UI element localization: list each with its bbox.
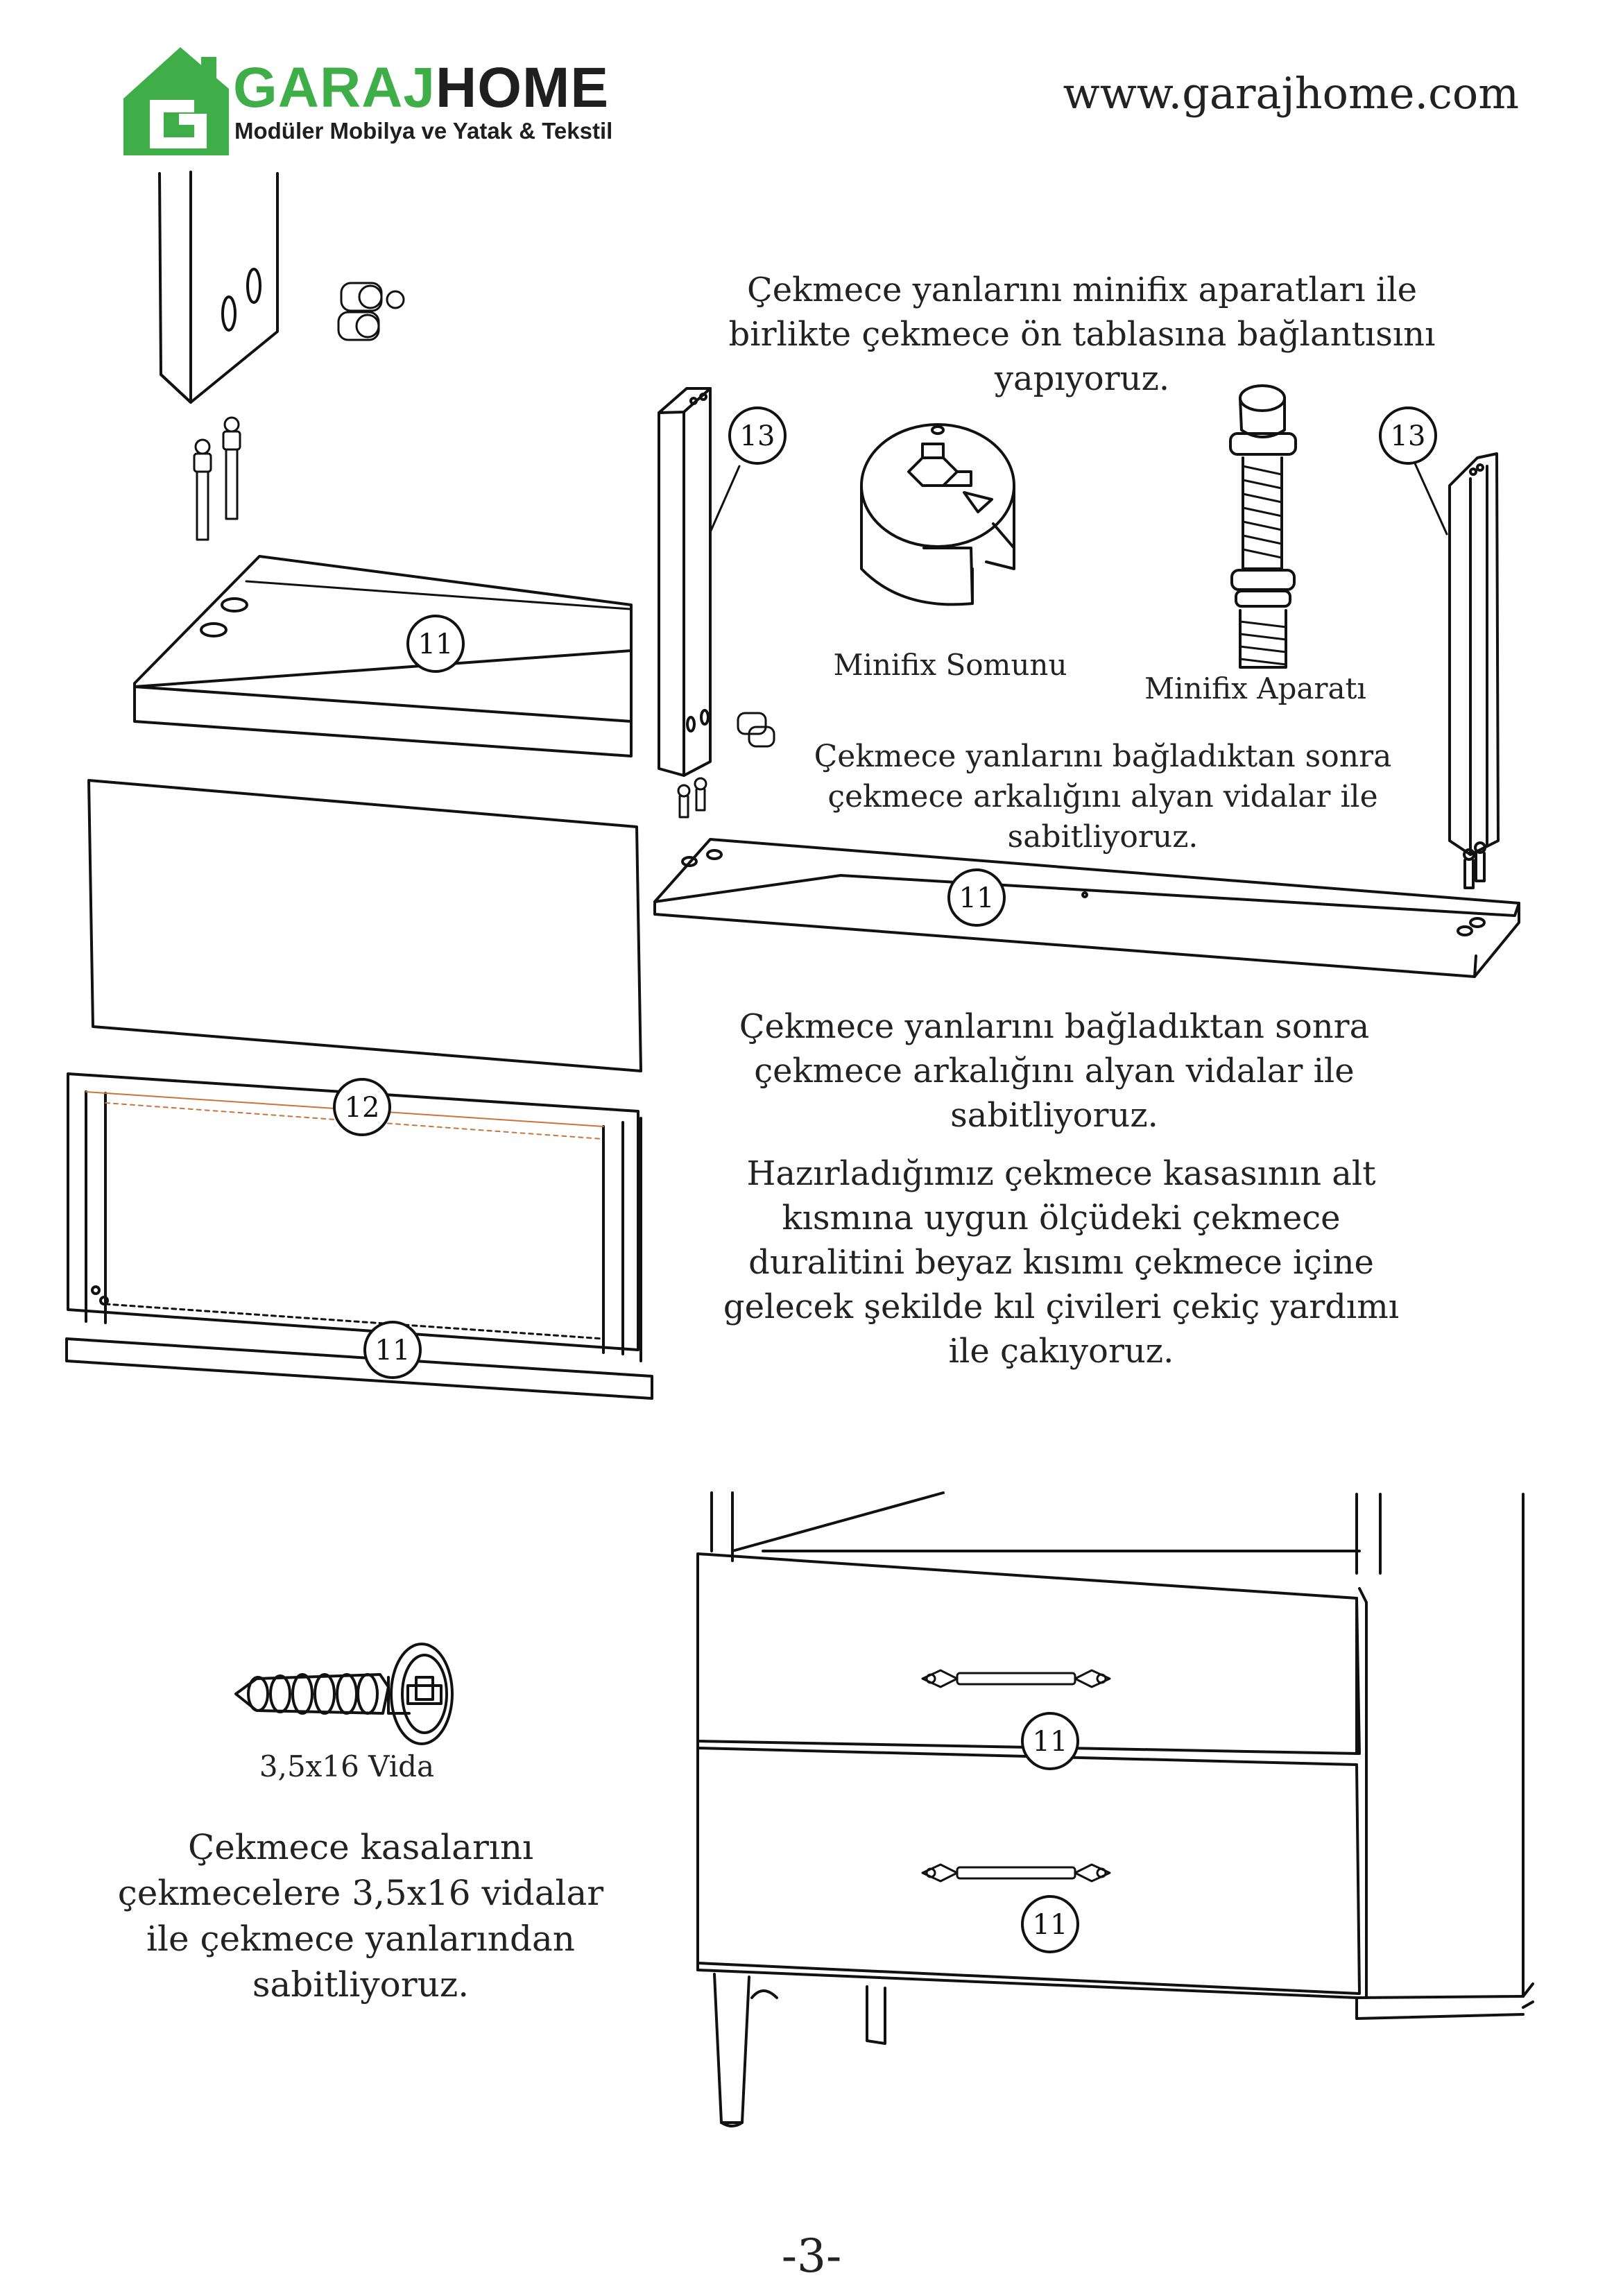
minifix-cams-illustration xyxy=(337,282,405,341)
part-callout-side-left xyxy=(728,406,787,465)
part-number-side-left: 13 xyxy=(740,420,775,452)
part-label-screw: 3,5x16 Vida xyxy=(259,1749,435,1783)
back-panel-illustration xyxy=(653,838,1520,978)
part-callout-drawer-top xyxy=(1021,1712,1079,1770)
part-label-minifix-nut: Minifix Somunu xyxy=(833,648,1067,682)
minifix-nut-illustration xyxy=(860,423,1015,606)
front-panel-illustration xyxy=(133,555,633,757)
part-number-side-right: 13 xyxy=(1391,420,1426,452)
drawer-handle-bottom-icon xyxy=(921,1863,1111,1883)
screw-illustration xyxy=(234,1643,454,1745)
side-board-left-pins-illustration xyxy=(677,712,775,819)
instruction-step-3: Çekmece yanlarını bağladıktan sonra çekm… xyxy=(739,1007,1370,1135)
drawer-handle-top-icon xyxy=(921,1669,1111,1688)
part-number-drawer-top: 11 xyxy=(1033,1726,1068,1758)
page-number: -3- xyxy=(781,2229,842,2283)
part-callout-front-panel xyxy=(406,615,465,673)
part-callout-drawer-bottom xyxy=(1021,1895,1079,1953)
side-board-left-illustration xyxy=(658,387,741,777)
part-callout-back-panel xyxy=(947,868,1006,927)
brand-name-part1: GARAJ xyxy=(233,56,436,119)
minifix-fitting-illustration xyxy=(1229,384,1297,669)
dresser-illustration xyxy=(696,1491,1534,2127)
part-number-bottom-panel: 12 xyxy=(345,1092,380,1124)
part-number-front-panel: 11 xyxy=(418,628,454,660)
website-url: www.garajhome.com xyxy=(1063,68,1519,119)
brand-name-part2: HOME xyxy=(436,56,610,119)
side-panel-top-left-illustration xyxy=(158,171,279,404)
instruction-step-1: Çekmece yanlarını minifix aparatları ile… xyxy=(728,271,1436,398)
side-board-right-illustration xyxy=(1414,452,1500,889)
part-label-minifix-fitting: Minifix Aparatı xyxy=(1144,671,1366,705)
instruction-step-4: Hazırladığımız çekmece kasasının alt kıs… xyxy=(723,1154,1400,1371)
instruction-step-2: Çekmece yanlarını bağladıktan sonra çekm… xyxy=(814,739,1392,855)
brand-name: GARAJHOME xyxy=(233,60,609,117)
part-callout-frame-front xyxy=(363,1321,422,1379)
bottom-board-illustration xyxy=(87,779,642,1072)
part-callout-bottom-panel xyxy=(333,1078,391,1136)
house-g-logo-icon xyxy=(123,47,229,155)
instruction-step-5: Çekmece kasalarını çekmecelere 3,5x16 vi… xyxy=(117,1827,604,2005)
brand-tagline: Modüler Mobilya ve Yatak & Tekstil xyxy=(234,118,613,144)
part-number-drawer-bottom: 11 xyxy=(1033,1909,1068,1941)
part-number-frame-front: 11 xyxy=(375,1335,411,1367)
minifix-pins-illustration xyxy=(193,416,241,541)
part-callout-side-right xyxy=(1379,406,1437,465)
part-number-back-panel: 11 xyxy=(959,882,995,914)
brand-logo: GARAJHOME Modüler Mobilya ve Yatak & Tek… xyxy=(118,43,612,161)
